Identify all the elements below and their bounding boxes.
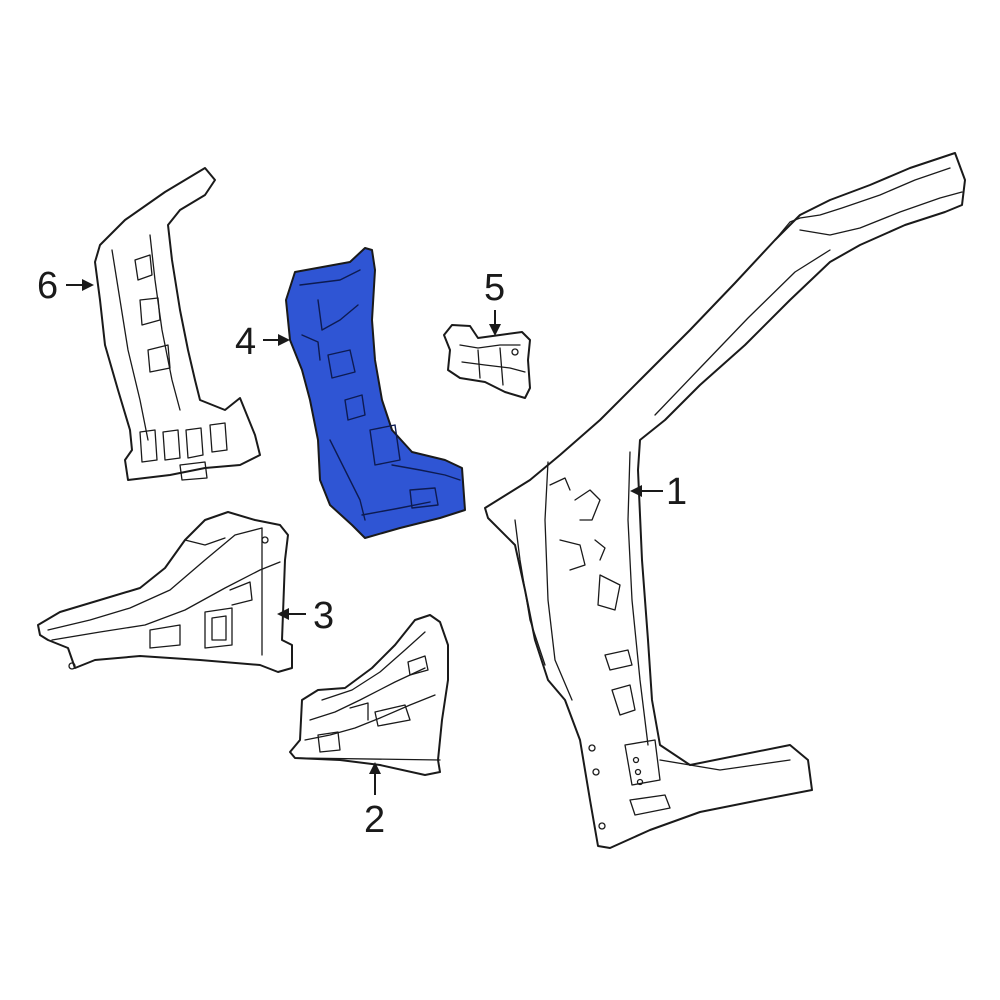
part-4-pillar-reinforcement[interactable]: [285, 247, 466, 539]
part-6-upper-pillar[interactable]: [94, 167, 261, 481]
callout-5: 5: [484, 267, 505, 309]
leader-line-2: [369, 762, 381, 795]
callout-1: 1: [666, 471, 687, 513]
leader-line-5: [489, 310, 501, 336]
leader-line-3: [277, 608, 306, 620]
part-1-hinge-pillar[interactable]: [484, 152, 966, 849]
callout-2: 2: [364, 799, 385, 841]
part-2-lower-reinforcement[interactable]: [289, 614, 449, 776]
leader-line-6: [66, 279, 94, 291]
leader-line-4: [263, 334, 290, 346]
callout-3: 3: [313, 595, 334, 637]
part-5-bracket[interactable]: [443, 324, 531, 399]
leader-line-1: [630, 485, 663, 497]
callout-6: 6: [37, 265, 58, 307]
callout-4: 4: [235, 321, 256, 363]
part-3-pillar-support[interactable]: [37, 511, 293, 673]
